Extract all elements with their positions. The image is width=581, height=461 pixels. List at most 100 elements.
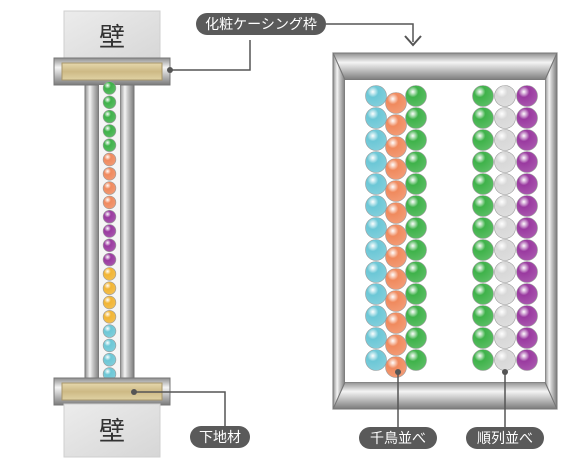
frame-left xyxy=(332,52,346,410)
ball-cyan xyxy=(365,239,387,261)
ball-purple xyxy=(516,217,538,239)
side-section: 壁 壁 xyxy=(53,10,171,458)
ball-purple xyxy=(516,85,538,107)
ball-green xyxy=(102,124,117,138)
ball-orange xyxy=(385,114,407,136)
ball-white xyxy=(494,283,516,305)
ball-green xyxy=(405,173,427,195)
ball-yellow xyxy=(102,295,117,310)
ball-orange xyxy=(102,195,117,210)
ball-green xyxy=(472,327,494,349)
ball-orange xyxy=(102,181,117,195)
ball-green xyxy=(405,283,427,305)
wall-bottom-label: 壁 xyxy=(99,417,125,447)
ball-cyan xyxy=(102,324,117,338)
ball-green xyxy=(472,107,494,129)
ball-orange xyxy=(102,152,117,167)
ball-green xyxy=(472,129,494,151)
ball-white xyxy=(494,195,516,217)
ball-orange xyxy=(385,202,407,224)
ball-purple xyxy=(516,173,538,195)
ball-green xyxy=(472,151,494,173)
callout-aligned: 順列並べ xyxy=(466,369,544,449)
ball-green xyxy=(472,305,494,327)
side-frame-left xyxy=(84,84,100,379)
ball-green xyxy=(472,239,494,261)
staggered-ball-group xyxy=(365,85,427,378)
ball-green xyxy=(405,349,427,371)
ball-purple xyxy=(516,129,538,151)
ball-purple xyxy=(516,151,538,173)
staggered-label: 千鳥並べ xyxy=(370,431,426,447)
ball-cyan xyxy=(365,217,387,239)
ball-green xyxy=(472,283,494,305)
ball-green xyxy=(405,107,427,129)
ball-green xyxy=(102,138,117,152)
leader-dot xyxy=(395,369,401,375)
aligned-ball-group xyxy=(472,85,538,371)
ball-green xyxy=(472,217,494,239)
callout-staggered: 千鳥並べ xyxy=(359,369,437,449)
casing-frame xyxy=(332,52,558,410)
ball-purple xyxy=(102,252,117,267)
ball-white xyxy=(494,107,516,129)
ball-white xyxy=(494,151,516,173)
ball-green xyxy=(472,261,494,283)
ball-purple xyxy=(516,305,538,327)
ball-green xyxy=(102,109,117,124)
pill-aligned xyxy=(466,427,544,449)
ball-cyan xyxy=(365,129,387,151)
pill-staggered xyxy=(359,427,437,449)
leader-dot xyxy=(131,389,137,395)
ball-white xyxy=(494,85,516,107)
pill-casing xyxy=(196,13,326,35)
ball-white xyxy=(494,217,516,239)
ball-white xyxy=(494,129,516,151)
ball-cyan xyxy=(102,353,117,367)
ball-purple xyxy=(102,224,117,238)
ball-orange xyxy=(385,136,407,158)
ball-cyan xyxy=(365,151,387,173)
ball-purple xyxy=(516,283,538,305)
ball-cyan xyxy=(365,349,387,371)
leader-casing xyxy=(170,40,251,71)
side-frame-right xyxy=(119,84,135,379)
substrate-label: 下地材 xyxy=(199,430,241,446)
ball-cyan xyxy=(365,195,387,217)
ball-purple xyxy=(516,261,538,283)
ball-cyan xyxy=(365,173,387,195)
ball-white xyxy=(494,173,516,195)
ball-green xyxy=(405,129,427,151)
ball-green xyxy=(405,239,427,261)
ball-green xyxy=(472,173,494,195)
wall-bottom xyxy=(63,403,161,458)
leader-substrate xyxy=(134,391,226,426)
ball-orange xyxy=(385,158,407,180)
aligned-label: 順列並べ xyxy=(477,431,533,447)
frame-bottom xyxy=(332,381,558,410)
ball-white xyxy=(494,327,516,349)
ball-green xyxy=(405,305,427,327)
callout-casing: 化粧ケーシング枠 xyxy=(167,13,422,73)
ball-cyan xyxy=(365,85,387,107)
ball-white xyxy=(494,349,516,371)
ball-purple xyxy=(102,210,117,224)
side-ball-column xyxy=(102,81,117,381)
ball-white xyxy=(494,239,516,261)
leader-dot xyxy=(167,67,173,73)
ball-orange xyxy=(385,224,407,246)
ball-cyan xyxy=(365,261,387,283)
ball-purple xyxy=(516,239,538,261)
frame-right xyxy=(544,52,558,410)
ball-orange xyxy=(385,312,407,334)
wall-top xyxy=(63,10,161,65)
ball-green xyxy=(102,81,117,95)
ball-green xyxy=(472,195,494,217)
ball-cyan xyxy=(365,327,387,349)
ball-green xyxy=(102,95,117,110)
leader-arrow-line xyxy=(326,23,414,42)
ball-purple xyxy=(516,327,538,349)
ball-orange xyxy=(385,334,407,356)
ball-yellow xyxy=(102,310,117,324)
